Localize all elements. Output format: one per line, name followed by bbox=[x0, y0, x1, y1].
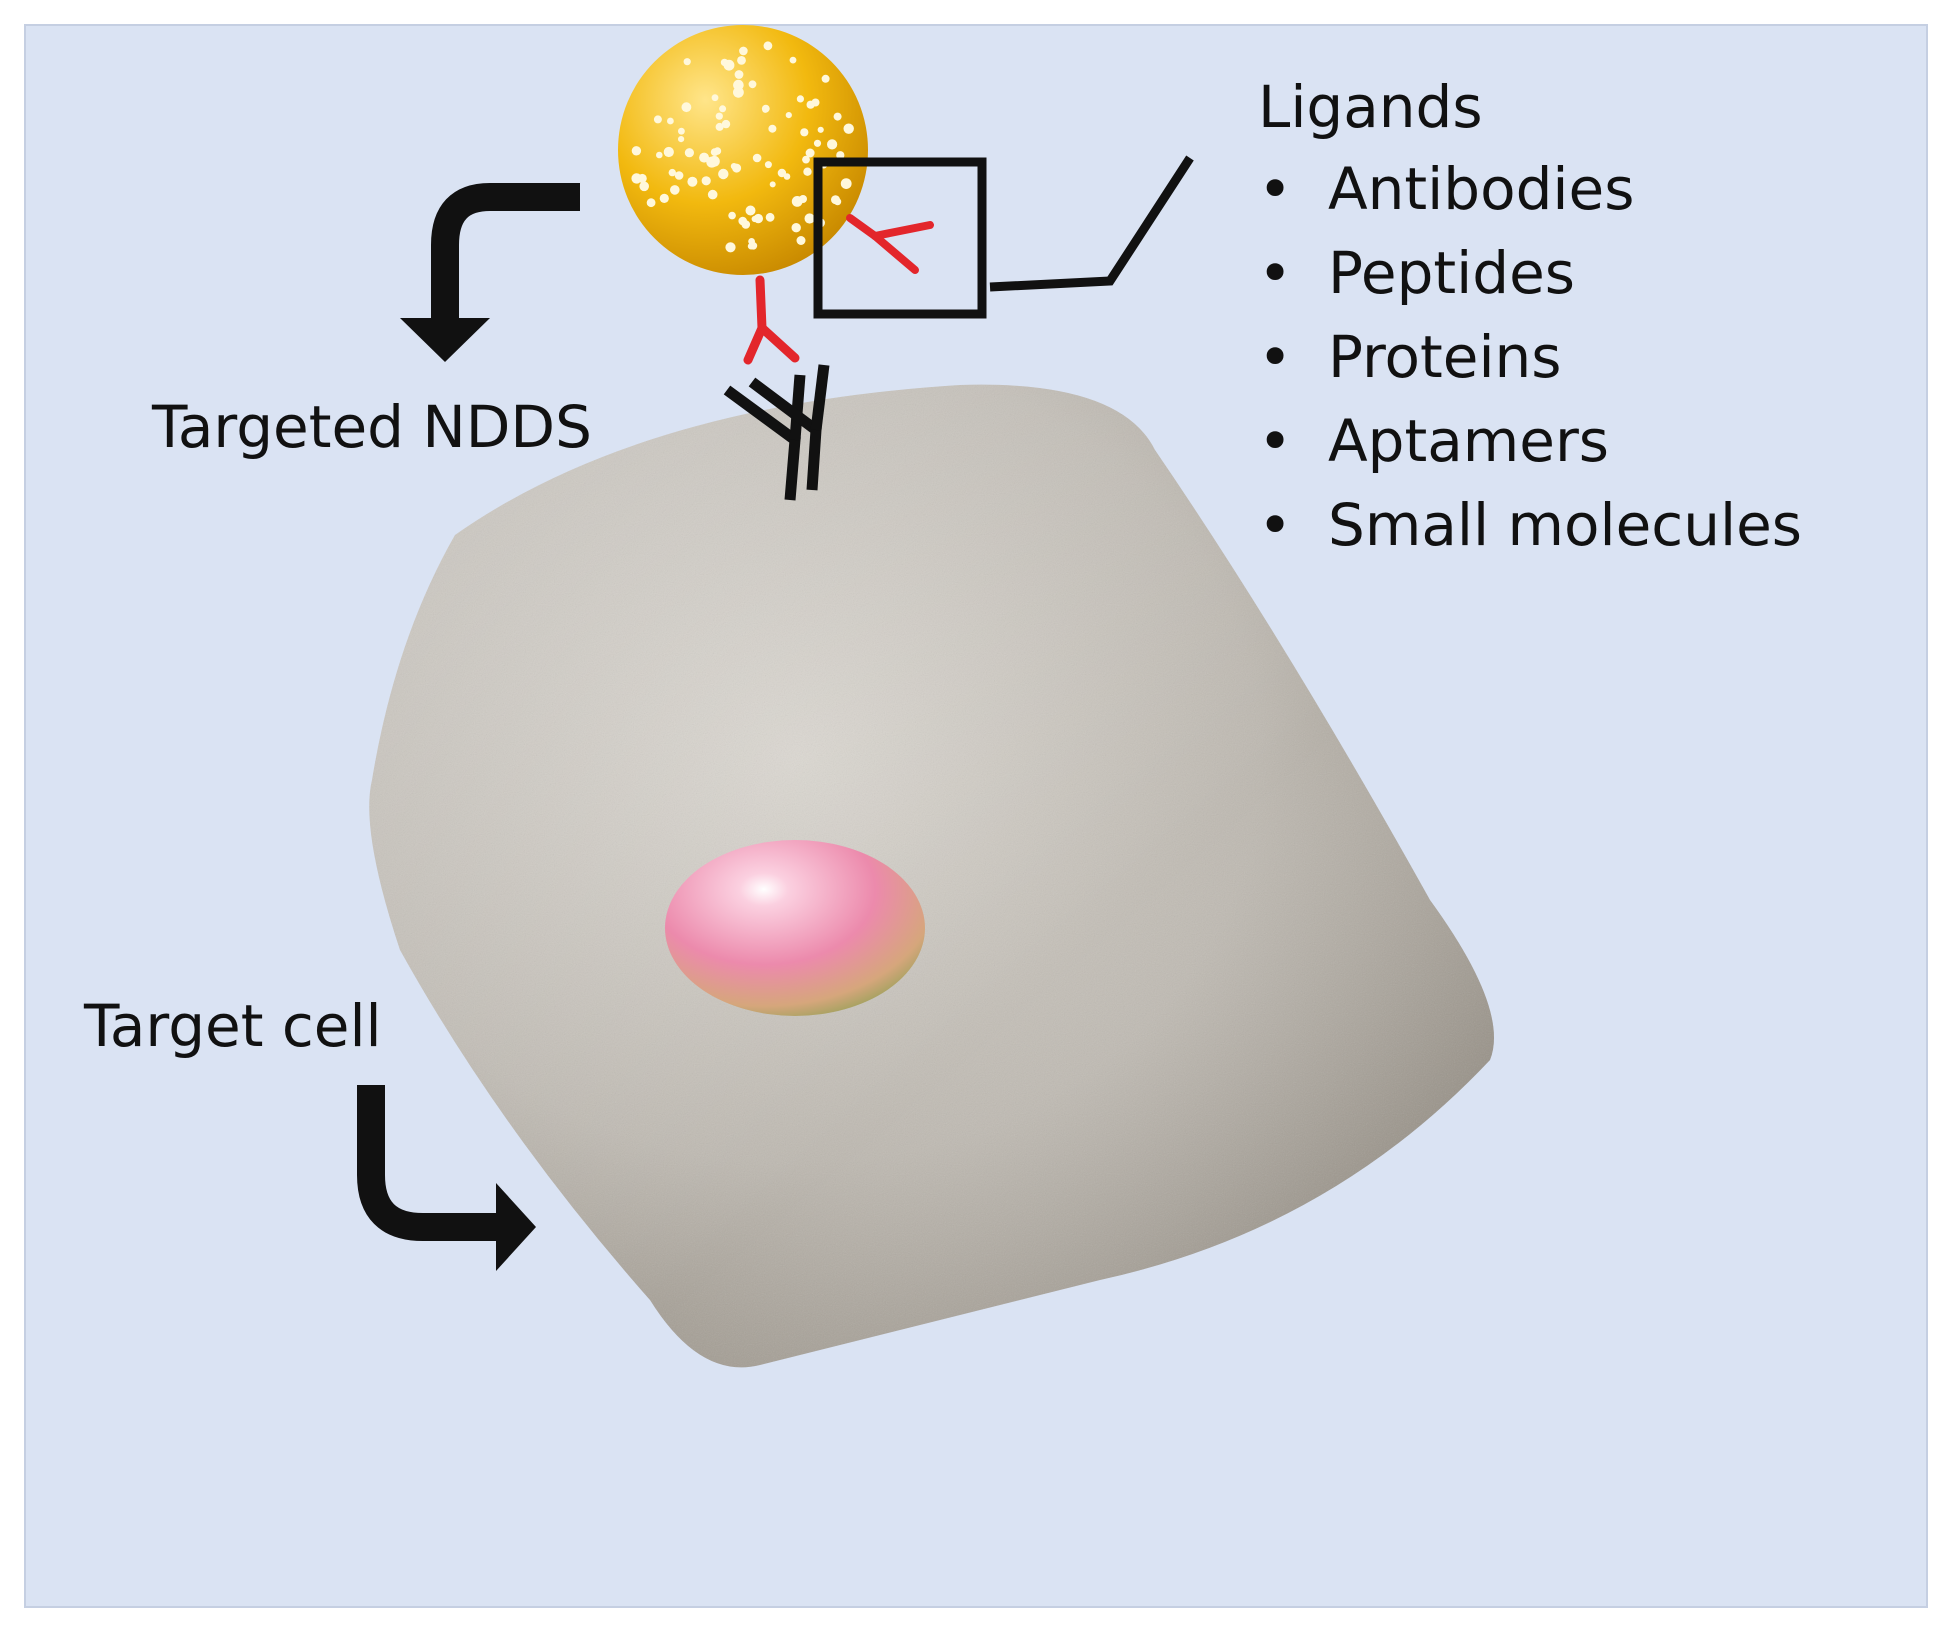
nanoparticle-dot bbox=[765, 212, 775, 222]
ligands-title: Ligands bbox=[1258, 73, 1483, 141]
nanoparticle-dot bbox=[791, 223, 801, 233]
nanoparticle-dot bbox=[833, 112, 842, 121]
nanoparticle-dot bbox=[678, 127, 685, 135]
nanoparticle-dot bbox=[699, 152, 710, 163]
nanoparticle-dot bbox=[681, 102, 692, 113]
nanoparticle-dot bbox=[749, 242, 758, 250]
nanoparticle-dot bbox=[752, 153, 762, 163]
nanoparticle-dot bbox=[737, 56, 746, 65]
nanoparticle-dot bbox=[738, 216, 747, 226]
nanoparticle-dot bbox=[656, 151, 663, 159]
nanoparticle-dot bbox=[725, 242, 736, 253]
target-cell-label: Target cell bbox=[84, 992, 382, 1060]
nanoparticle-dot bbox=[728, 211, 736, 220]
nanoparticle-dot bbox=[830, 141, 838, 149]
nanoparticle-dot bbox=[843, 123, 854, 134]
nanoparticle-dot bbox=[764, 161, 772, 169]
ligand-item-small-molecules: Small molecules bbox=[1258, 496, 1802, 580]
nanoparticle-dot bbox=[783, 173, 791, 180]
nanoparticle-dot bbox=[711, 94, 719, 102]
nanoparticle-dot bbox=[813, 139, 822, 147]
nanoparticle-dot bbox=[659, 193, 669, 203]
nanoparticle-dot bbox=[802, 155, 810, 164]
nanoparticle-dot bbox=[834, 198, 842, 206]
nanoparticle-dot bbox=[804, 213, 815, 224]
nanoparticle-dot bbox=[769, 181, 776, 188]
nanoparticle-dot bbox=[683, 58, 691, 66]
ligand-item-peptides: Peptides bbox=[1258, 244, 1802, 328]
target-cell bbox=[369, 384, 1495, 1368]
nanoparticle-dot bbox=[739, 46, 748, 56]
nanoparticle-dot bbox=[631, 146, 642, 156]
nanoparticle-dot bbox=[800, 128, 809, 137]
nanoparticle-dot bbox=[763, 41, 773, 51]
nanoparticle-dot bbox=[674, 171, 684, 180]
receptor-icon bbox=[723, 364, 830, 501]
zoomed-ligand-icon bbox=[846, 214, 934, 274]
ligand-item-antibodies: Antibodies bbox=[1258, 160, 1802, 244]
nanoparticle-dot bbox=[768, 124, 777, 133]
nanoparticle-dot bbox=[777, 168, 787, 178]
nanoparticle-dot bbox=[684, 148, 695, 158]
nanoparticle-dot bbox=[723, 59, 735, 71]
nanoparticle bbox=[618, 25, 868, 275]
targeted-ndds-label: Targeted NDDS bbox=[152, 393, 592, 461]
nanoparticle-dot bbox=[646, 198, 656, 208]
nanoparticle-dot bbox=[785, 112, 792, 119]
nanoparticle-dot bbox=[710, 148, 719, 157]
nanoparticle-dot bbox=[817, 126, 824, 133]
nanoparticle-dot bbox=[761, 104, 770, 113]
nanoparticle-dot bbox=[821, 74, 830, 83]
nanoparticle-dot bbox=[670, 185, 680, 195]
nanoparticle-dot bbox=[707, 189, 718, 200]
nanoparticle-dot bbox=[639, 181, 649, 192]
nanoparticle-dot bbox=[733, 79, 744, 91]
nanoparticle-dot bbox=[701, 176, 711, 186]
nanoparticle-dot bbox=[719, 105, 727, 113]
nanoparticle-dot bbox=[715, 122, 724, 131]
nanoparticle-dot bbox=[667, 117, 674, 125]
nanoparticle-dot bbox=[796, 95, 805, 103]
nanoparticle-dot bbox=[789, 56, 797, 64]
nanoparticle-dot bbox=[709, 155, 720, 167]
nanoparticle-dot bbox=[631, 173, 642, 184]
nanoparticle-dot bbox=[730, 163, 738, 170]
nanoparticle-dot bbox=[803, 167, 812, 176]
nanoparticle-dot bbox=[734, 70, 744, 79]
nanoparticle-dot bbox=[811, 98, 820, 107]
nanoparticle-dot bbox=[745, 205, 756, 216]
cell-nucleus bbox=[665, 840, 925, 1016]
nanoparticle-dot bbox=[718, 168, 729, 180]
nanoparticle-dot bbox=[805, 148, 815, 158]
ligand-zoom-box bbox=[813, 157, 987, 319]
arrow-to-target-cell bbox=[357, 1085, 536, 1271]
nanoparticle-dot bbox=[748, 80, 757, 89]
ligand-icon bbox=[743, 275, 800, 365]
ligand-item-aptamers: Aptamers bbox=[1258, 412, 1802, 496]
callout-connector bbox=[989, 155, 1194, 292]
nanoparticle-dot bbox=[653, 115, 662, 124]
nanoparticle-sphere bbox=[618, 25, 868, 275]
nanoparticle-dot bbox=[721, 119, 731, 129]
nanoparticle-dot bbox=[799, 195, 807, 203]
nanoparticle-dot bbox=[751, 215, 758, 223]
nanoparticle-dot bbox=[687, 176, 698, 187]
nanoparticle-dot bbox=[663, 146, 674, 158]
nanoparticle-dot bbox=[668, 168, 676, 177]
cell-texture bbox=[369, 384, 1495, 1368]
nanoparticle-dot bbox=[715, 112, 723, 120]
arrow-to-targeted-ndds bbox=[400, 183, 580, 362]
nanoparticle-dot bbox=[796, 236, 806, 245]
ligand-list: Antibodies Peptides Proteins Aptamers Sm… bbox=[1258, 160, 1802, 580]
nanoparticle-dot bbox=[678, 136, 685, 143]
nanoparticle-dot bbox=[836, 151, 845, 160]
nanoparticle-dot bbox=[840, 178, 852, 190]
ligand-item-proteins: Proteins bbox=[1258, 328, 1802, 412]
